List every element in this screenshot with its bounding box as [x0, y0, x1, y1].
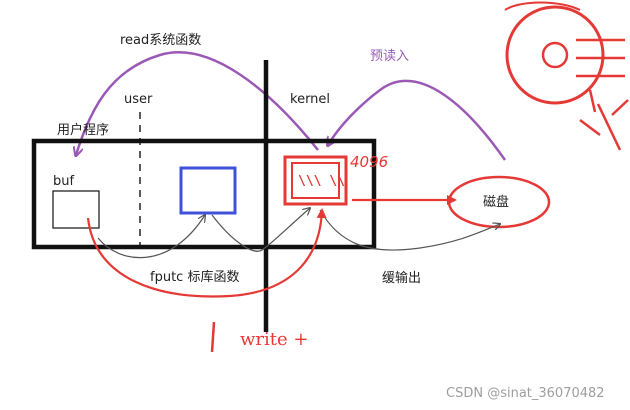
kernel-buffer-inner [291, 162, 340, 199]
read-syscall-arrow [76, 51, 319, 155]
fputc-label: fputc 标库函数 [150, 269, 239, 285]
buffered-output-label: 缓输出 [382, 270, 421, 286]
user-program-label: 用户程序 [57, 122, 109, 138]
write-tick-mark [210, 321, 216, 353]
buffered-output-curve [319, 209, 500, 251]
write-path-arrow [86, 208, 327, 298]
buffer-to-kernel-curve [211, 208, 310, 252]
process-box [31, 138, 377, 250]
watermark: CSDN @sinat_36070482 [446, 386, 605, 401]
user-label: user [124, 92, 153, 107]
prefetch-label: 预读入 [370, 49, 409, 64]
disk-label: 磁盘 [483, 194, 509, 210]
kernel-buffer-size: 4096 [350, 153, 388, 171]
stdio-buffer-box [179, 166, 237, 215]
kernel-buffer-box [283, 155, 348, 206]
kernel-label: kernel [290, 92, 330, 107]
kernel-buffer-text: \\\ \\ [298, 174, 345, 189]
prefetch-arrow [328, 79, 507, 161]
fputc-flow-curve [97, 215, 205, 259]
user-buf-box [52, 190, 100, 229]
write-label: write + [240, 329, 308, 350]
read-syscall-label: read系统函数 [120, 33, 201, 48]
buf-label: buf [53, 174, 74, 189]
disk-sketch [504, 1, 629, 151]
